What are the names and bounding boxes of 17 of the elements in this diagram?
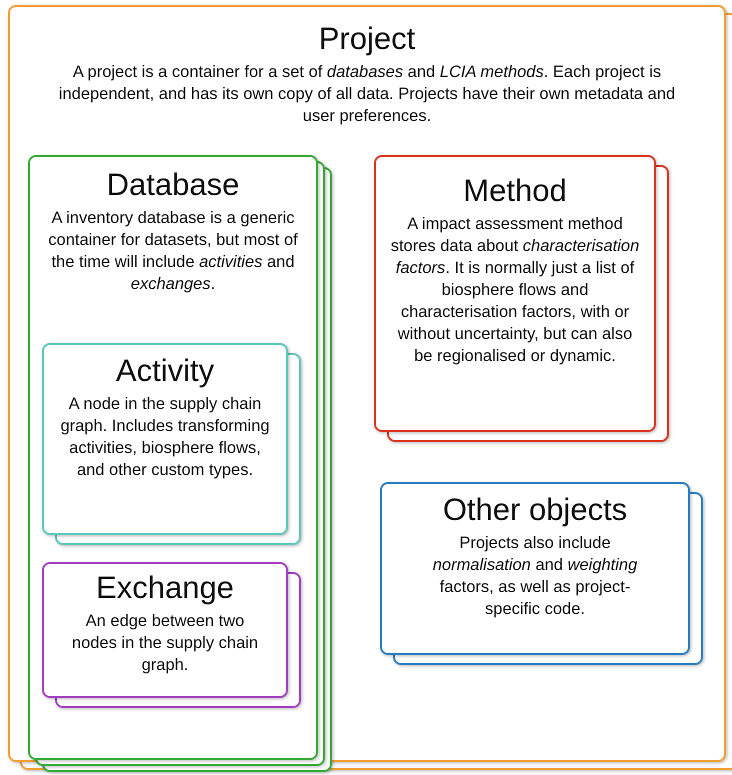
card-title: Other objects (442, 492, 628, 528)
card-title: Database (106, 167, 240, 203)
card-description: A inventory database is a generic container for datasets, but most of the time will include activities and exchanges. (48, 208, 298, 295)
card-description: An edge between two nodes in the supply chain graph. (70, 611, 260, 676)
card-title: Project (318, 21, 416, 57)
card (42, 343, 288, 535)
card (28, 155, 318, 760)
card (374, 155, 656, 432)
card-title: Activity (114, 353, 216, 389)
card-description: A node in the supply chain graph. Includes transforming activities, biosphere flows, and other custom types. (60, 394, 270, 481)
card-title: Method (462, 173, 568, 209)
card-description: A project is a container for a set of databases and LCIA methods. Each project is independent, and has its own copy of all data. Projects have their own metadata and user preferences. (58, 62, 676, 127)
card (380, 482, 690, 655)
card-description: Projects also include normalisation and weighting factors, as well as project-specific code. (432, 533, 638, 620)
card-title: Exchange (95, 570, 235, 606)
card-description: A impact assessment method stores data about characterisation factors. It is normally just a list of biosphere flows and characterisation factors, with or without uncertainty, but can also be regionalised or dynamic. (390, 214, 640, 367)
card (42, 562, 288, 698)
